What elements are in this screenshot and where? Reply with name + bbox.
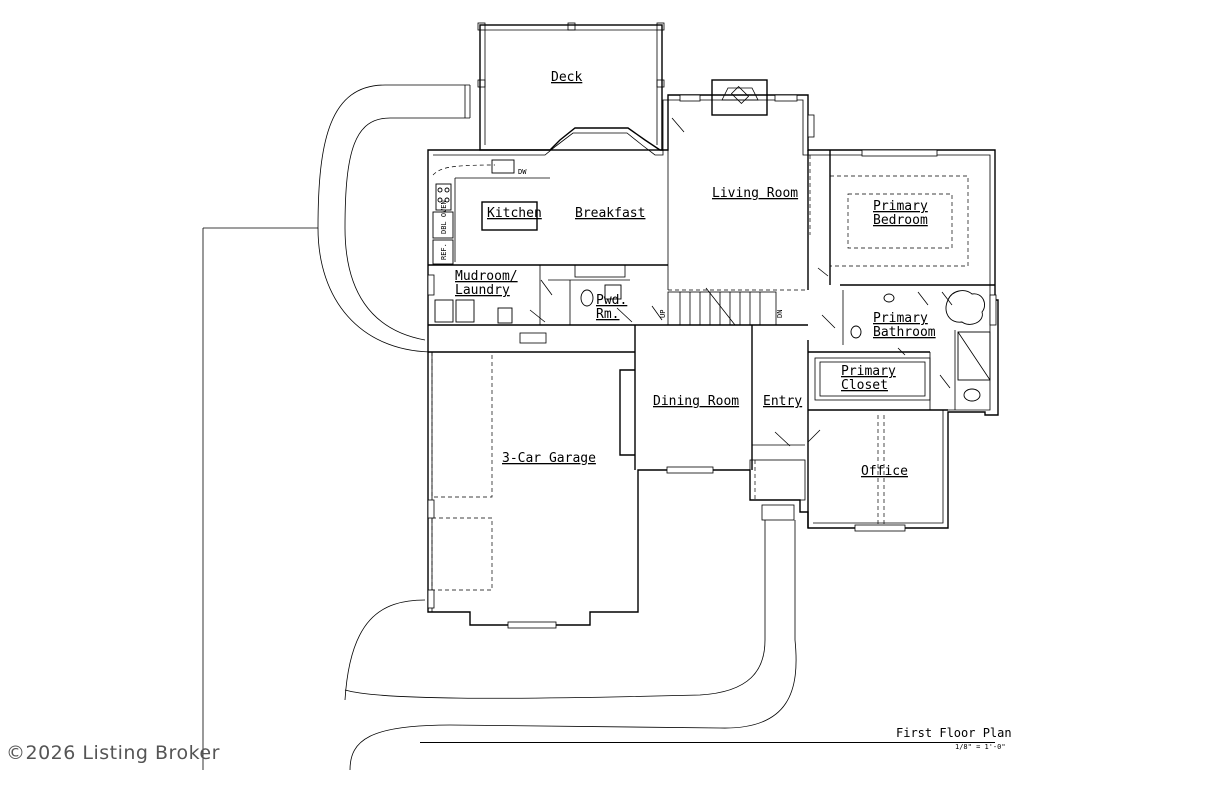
copyright-watermark: ©2026 Listing Broker [6,742,220,764]
house-walls [427,94,999,626]
room-label-mudroom-2: Laundry [455,283,510,298]
room-label-dining-room: Dining Room [653,394,739,409]
fixtures [432,159,991,402]
driveway-lines [202,84,797,771]
room-label-entry: Entry [763,394,802,409]
dashed-overhead-lines [431,155,969,591]
stair-treads [679,287,761,326]
room-label-primary-bedroom-2: Bedroom [873,213,928,228]
room-label-primary-closet-2: Closet [841,378,888,393]
room-label-powder-1: Pwd. [596,293,627,308]
double-oven-label: DBL OVEN [440,200,448,234]
plan-scale: 1/8" = 1'-0" [955,743,1006,751]
refrigerator-label: REF. [440,243,448,260]
fireplace [711,79,768,116]
room-label-garage: 3-Car Garage [502,451,596,466]
room-label-breakfast: Breakfast [575,206,645,221]
room-label-primary-closet-1: Primary [841,364,896,379]
dishwasher-label: DW [518,168,527,176]
room-label-powder-2: Rm. [596,307,619,322]
room-label-office: Office [861,464,908,479]
stair-up-label: UP [659,310,667,318]
door-swings [529,117,953,447]
room-label-kitchen: Kitchen [487,206,542,221]
room-label-mudroom-1: Mudroom/ [455,269,518,284]
plan-title: First Floor Plan [896,726,1012,740]
title-underline [420,742,995,743]
room-label-deck: Deck [551,70,582,85]
windows [427,94,997,629]
room-label-primary-bath-1: Primary [873,311,928,326]
room-label-living-room: Living Room [712,186,798,201]
stair-down-label: DN [776,310,784,318]
room-label-primary-bath-2: Bathroom [873,325,936,340]
deck-structure [477,22,665,151]
room-label-primary-bedroom-1: Primary [873,199,928,214]
